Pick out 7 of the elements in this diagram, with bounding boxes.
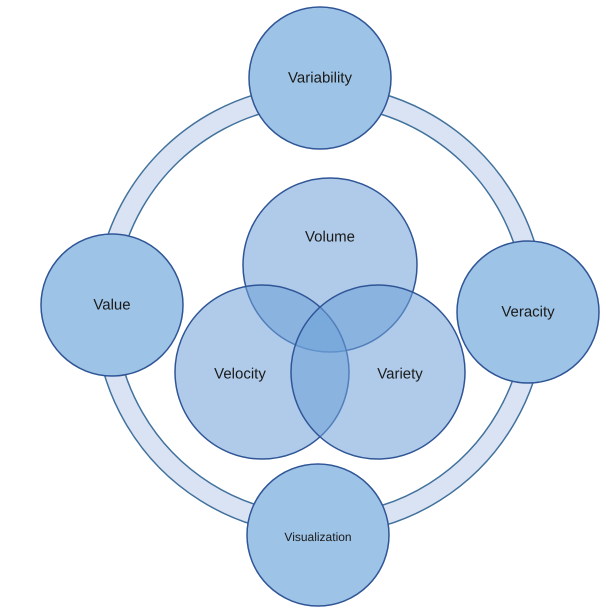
circle-label: Visualization bbox=[284, 530, 352, 544]
circle-label: Velocity bbox=[214, 366, 266, 382]
circle-label: Variety bbox=[377, 366, 423, 382]
circle-label: Value bbox=[93, 296, 131, 314]
circle-label: Variability bbox=[288, 70, 352, 86]
circle-label: Veracity bbox=[501, 304, 555, 320]
circle-label: Volume bbox=[304, 228, 356, 246]
